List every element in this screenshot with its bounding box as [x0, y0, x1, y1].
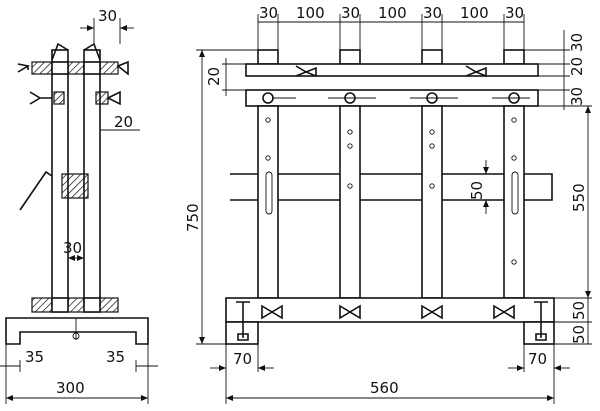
front-top-rail — [245, 63, 539, 77]
front-view: 30 100 30 100 30 100 30 30 20 30 20 750 … — [184, 4, 592, 404]
front-upright-1 — [257, 105, 279, 299]
front-dim-base-b: 50 — [570, 325, 588, 344]
side-dim-inner: 30 — [63, 239, 82, 257]
front-dim-foot-left: 70 — [233, 350, 252, 368]
front-clamps-upper — [262, 92, 530, 104]
side-base — [5, 317, 149, 345]
front-dim-top-2: 30 — [341, 4, 360, 22]
side-clamp-top — [31, 61, 119, 75]
front-dim-left-20: 20 — [205, 67, 223, 86]
front-dim-total-height: 750 — [184, 203, 202, 232]
front-dim-top-0: 30 — [259, 4, 278, 22]
front-upright-3 — [421, 105, 443, 299]
front-dim-right-0: 30 — [568, 33, 586, 52]
front-dim-foot-right: 70 — [528, 350, 547, 368]
front-upright-2 — [339, 105, 361, 299]
side-middle-block — [61, 173, 89, 199]
front-dim-top-3: 100 — [378, 4, 407, 22]
front-dim-top-6: 30 — [505, 4, 524, 22]
front-holes — [265, 117, 517, 265]
front-dim-right-2: 30 — [568, 87, 586, 106]
front-dim-mid: 50 — [468, 181, 486, 200]
side-dim-20: 20 — [114, 113, 133, 131]
side-dim-base: 300 — [56, 379, 85, 397]
front-dim-right-1: 20 — [568, 57, 586, 76]
front-middle-bar — [230, 173, 553, 201]
front-upright-4 — [503, 105, 525, 299]
side-dim-top: 30 — [98, 7, 117, 25]
side-dim-foot-left: 35 — [25, 348, 44, 366]
side-dim-foot-right: 35 — [106, 348, 125, 366]
side-clamp-bottom — [31, 297, 119, 313]
side-view: 30 20 30 35 35 300 — [0, 7, 158, 404]
front-dim-top-1: 100 — [296, 4, 325, 22]
front-dim-top-4: 30 — [423, 4, 442, 22]
front-dim-550: 550 — [570, 183, 588, 212]
front-clamps-lower — [261, 304, 515, 320]
front-dim-top-5: 100 — [460, 4, 489, 22]
side-lever — [19, 170, 53, 211]
front-dim-total-width: 560 — [370, 379, 399, 397]
front-dim-base-a: 50 — [570, 301, 588, 320]
front-second-rail — [245, 89, 539, 107]
